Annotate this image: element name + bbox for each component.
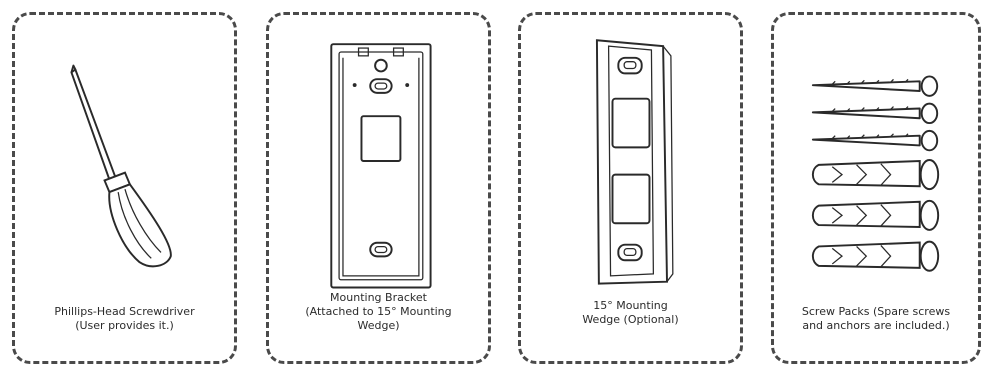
mounting-bracket-panel: Mounting Bracket (Attached to 15° Mounti… (266, 12, 491, 364)
screw-pack-icon (811, 75, 940, 272)
anchor-icon (811, 159, 940, 191)
caption-line: Mounting Bracket (330, 291, 427, 304)
caption-line: Wedge (Optional) (582, 313, 679, 326)
caption-line: 15° Mounting (593, 299, 668, 312)
screw-icon (811, 75, 939, 97)
mounting-wedge-icon (595, 39, 674, 285)
mounting-wedge-panel: 15° Mounting Wedge (Optional) (518, 12, 743, 364)
screw-packs-caption: Screw Packs (Spare screws and anchors ar… (782, 305, 970, 333)
screw-packs-panel: Screw Packs (Spare screws and anchors ar… (771, 12, 981, 364)
mounting-bracket-caption: Mounting Bracket (Attached to 15° Mounti… (277, 291, 480, 333)
caption-line: Screw Packs (Spare screws (801, 305, 951, 318)
anchor-icon (811, 199, 940, 231)
caption-line: Wedge) (357, 319, 400, 332)
caption-line: (Attached to 15° Mounting (305, 305, 452, 318)
anchor-icon (811, 240, 940, 272)
mounting-bracket-icon (330, 43, 432, 289)
screw-icon (811, 129, 939, 152)
caption-line: and anchors are included.) (802, 319, 950, 332)
mounting-wedge-caption: 15° Mounting Wedge (Optional) (529, 299, 732, 327)
screw-icon (811, 102, 939, 125)
screwdriver-panel: Phillips-Head Screwdriver (User provides… (12, 12, 237, 364)
screwdriver-icon (70, 64, 172, 268)
caption-line: (User provides it.) (75, 319, 174, 332)
caption-line: Phillips-Head Screwdriver (54, 305, 195, 318)
screwdriver-caption: Phillips-Head Screwdriver (User provides… (23, 305, 226, 333)
